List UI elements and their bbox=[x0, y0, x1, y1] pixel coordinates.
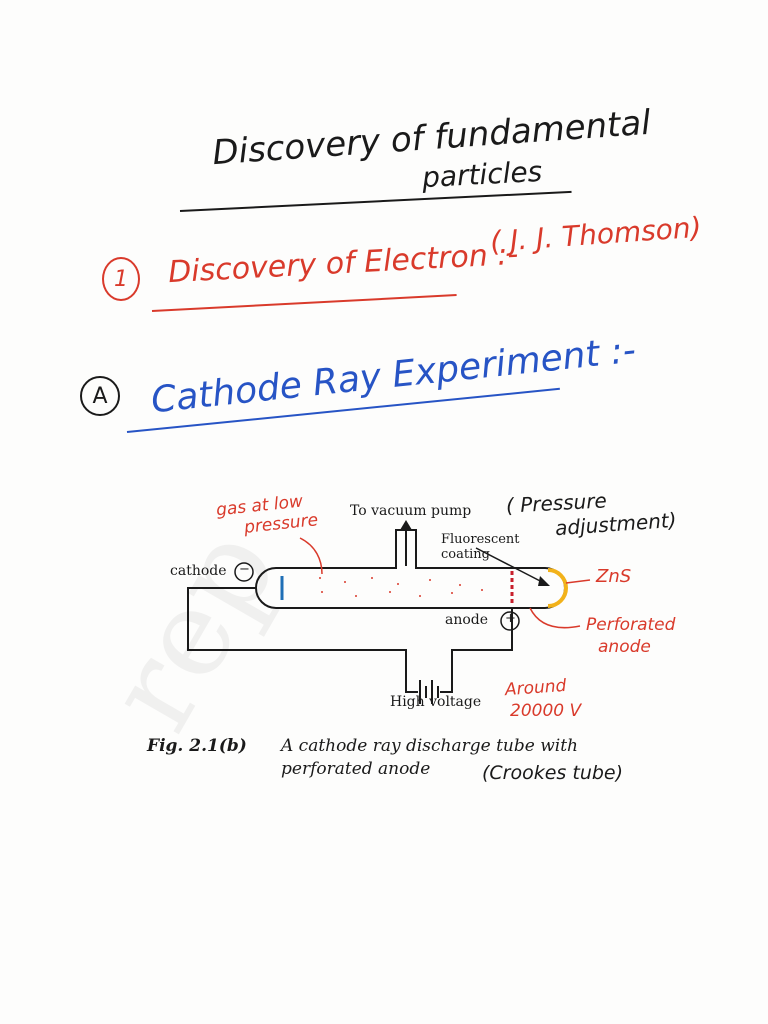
note-around-1: Around bbox=[504, 675, 567, 701]
zns-arrow bbox=[565, 579, 591, 584]
gas-arrow bbox=[299, 537, 323, 575]
circuit-wire-left bbox=[187, 587, 418, 693]
circuit-wire-right bbox=[440, 608, 513, 693]
fluorescent-coating bbox=[547, 568, 568, 608]
note-perforated-2: anode bbox=[598, 637, 651, 657]
vacuum-label: To vacuum pump bbox=[350, 503, 472, 519]
cathode-label: cathode bbox=[170, 563, 227, 579]
section-number: 1 bbox=[114, 266, 128, 292]
battery-symbol bbox=[419, 680, 439, 704]
anode-sign: + bbox=[505, 611, 516, 626]
fluorescent-label-2: coating bbox=[441, 547, 490, 562]
fluorescent-label-1: Fluorescent bbox=[441, 532, 520, 547]
fluorescent-pointer bbox=[475, 547, 547, 585]
cathode-rays bbox=[319, 577, 483, 597]
cathode-sign: − bbox=[239, 562, 250, 577]
sub-letter: A bbox=[92, 383, 108, 409]
caption-line-1: A cathode ray discharge tube with bbox=[281, 736, 578, 756]
note-perforated-1: Perforated bbox=[586, 615, 676, 635]
note-around-2: 20000 V bbox=[510, 701, 582, 721]
anode-sign-circle bbox=[500, 611, 520, 631]
voltage-label: High voltage bbox=[390, 694, 482, 710]
perforated-arrow bbox=[529, 607, 581, 629]
cathode-sign-circle bbox=[234, 562, 254, 582]
section-number-circle: 1 bbox=[102, 257, 140, 301]
sub-letter-circle: A bbox=[80, 376, 120, 416]
note-crookes: (Crookes tube) bbox=[482, 762, 624, 784]
anode-label: anode bbox=[445, 612, 489, 628]
caption-line-2: perforated anode bbox=[281, 759, 431, 779]
figure-number: Fig. 2.1(b) bbox=[147, 736, 247, 756]
note-zns: ZnS bbox=[596, 566, 632, 587]
